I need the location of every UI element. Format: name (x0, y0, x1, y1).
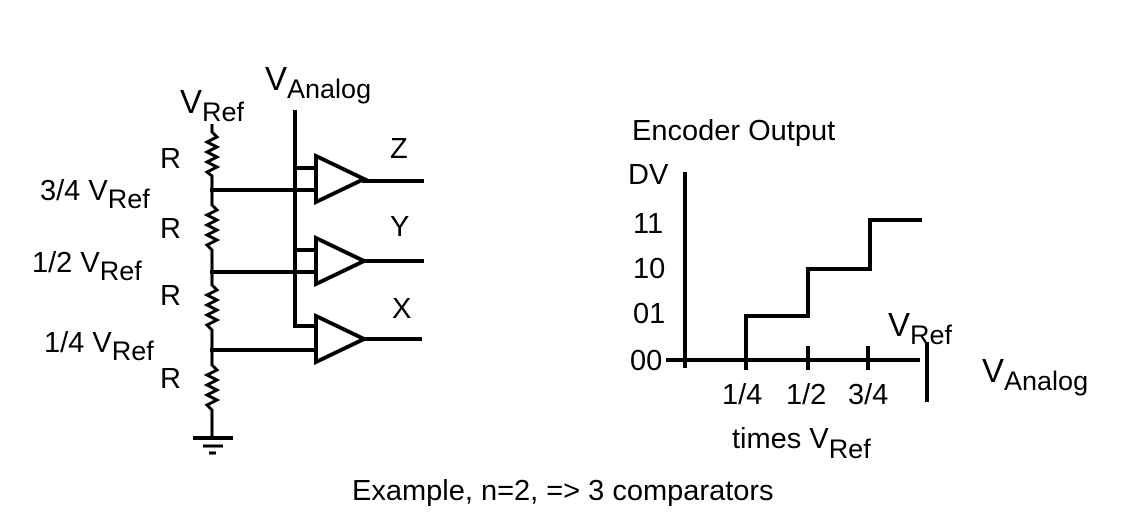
comparator-y (210, 234, 424, 288)
comparator-x (210, 312, 422, 366)
y-tick-label: 01 (633, 298, 665, 330)
resistor-label: R (160, 213, 181, 245)
resistor-3 (203, 272, 221, 350)
resistor-ladder (203, 124, 221, 432)
y-tick-label: 10 (633, 253, 665, 285)
x-axis-caption: times VRef (732, 423, 871, 464)
x-tick-label: 1/4 (722, 379, 762, 411)
x-axis-label: VAnalog (982, 352, 1088, 396)
tap-label-3-4: 3/4 VRef (40, 175, 150, 214)
vref-marker-label: VRef (888, 306, 953, 350)
output-label-y: Y (390, 211, 409, 243)
resistor-label: R (160, 363, 181, 395)
resistor-2 (203, 190, 221, 272)
output-label-x: X (392, 293, 411, 325)
resistor-label: R (160, 280, 181, 312)
vref-label: VRef (180, 83, 245, 127)
flash-adc-circuit: VRef VAnalog R R R R 3/4 VRef 1/2 VRef 1… (32, 60, 424, 455)
encoder-output-graph: Encoder Output DV 11 10 01 00 1/4 1/2 3/… (628, 115, 1088, 464)
resistor-label: R (160, 143, 181, 175)
y-tick-label: 11 (633, 208, 663, 240)
y-tick-label: 00 (630, 345, 662, 377)
x-tick-label: 1/2 (786, 379, 826, 411)
tap-label-1-2: 1/2 VRef (32, 247, 142, 286)
resistor-1 (203, 124, 221, 190)
resistor-4 (203, 350, 221, 432)
figure-caption: Example, n=2, => 3 comparators (352, 475, 774, 507)
comparator-z (210, 152, 424, 206)
vanalog-label: VAnalog (265, 60, 371, 104)
tap-label-1-4: 1/4 VRef (44, 327, 154, 366)
encoder-staircase (744, 218, 922, 362)
output-label-z: Z (390, 133, 408, 165)
y-axis-label: DV (628, 159, 669, 191)
graph-title: Encoder Output (632, 115, 835, 147)
x-tick-label: 3/4 (848, 379, 888, 411)
ground-icon (193, 432, 233, 455)
